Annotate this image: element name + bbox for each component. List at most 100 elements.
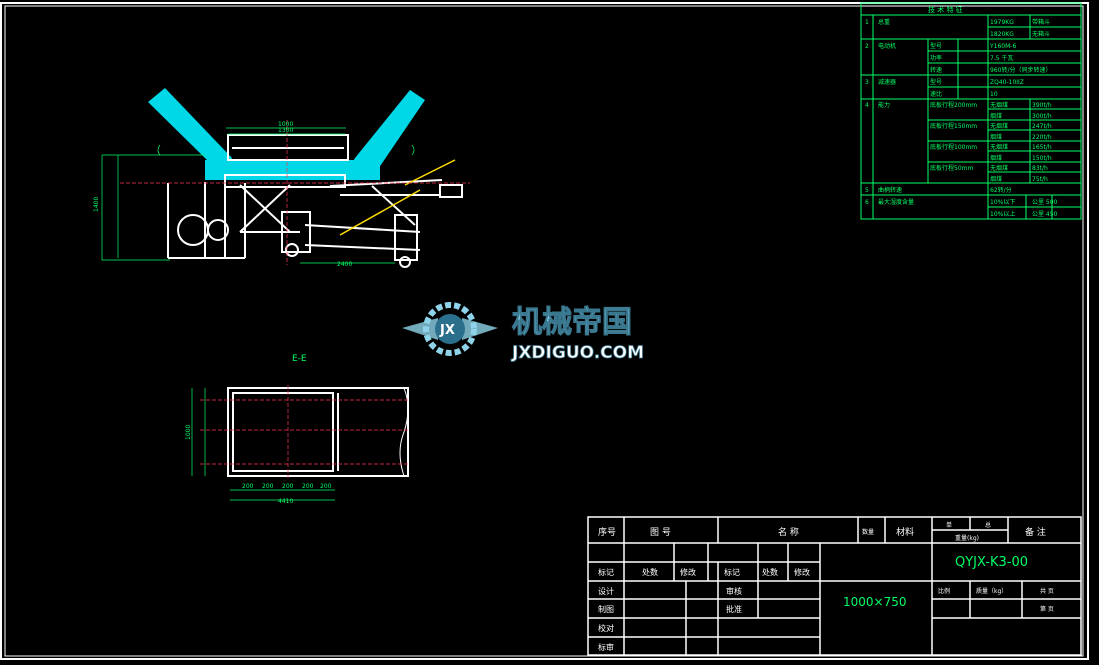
- spec-cell-extra: 无箱斗: [1032, 30, 1050, 38]
- spec-cell-value: 烟煤: [990, 133, 1002, 141]
- plan-dim-bottom-total: 4410: [278, 498, 293, 505]
- dim-top-inner: 1300: [278, 127, 293, 134]
- spec-cell-value: 1820KG: [990, 31, 1014, 38]
- spec-cell-extra: 公里 500: [1032, 199, 1058, 206]
- spec-cell-value: 10%以下: [990, 199, 1015, 206]
- dim-bottom: 2400: [337, 261, 352, 268]
- tb-change2: 修改: [794, 567, 810, 577]
- spec-table: [860, 2, 1082, 220]
- tb-single: 单: [946, 521, 952, 529]
- spec-cell-value: 无烟煤: [990, 122, 1008, 130]
- spec-title: 技 术 特 征: [928, 5, 963, 14]
- spec-cell-value: 无烟煤: [990, 164, 1008, 172]
- plan-dim-segment-5: 200: [320, 483, 332, 490]
- inner-frame: [4, 5, 1084, 657]
- spec-cell-no: 3: [865, 79, 869, 86]
- spec-cell-sub: 型号: [930, 42, 942, 50]
- spec-cell-no: 4: [865, 102, 869, 109]
- spec-cell-name: 总重: [878, 18, 890, 26]
- gear-icon: [423, 302, 477, 356]
- plan-dim-left-total: 1000: [185, 425, 192, 440]
- spec-cell-extra: 公里 450: [1032, 211, 1058, 218]
- spec-cell-value: ZQ40-10IIZ: [990, 79, 1024, 86]
- title-block: [587, 516, 1082, 656]
- hopper-bottom: [205, 160, 380, 180]
- spec-cell-value: 10: [990, 91, 998, 98]
- spec-cell-extra: 带箱斗: [1032, 18, 1050, 26]
- plan-dim-segment-1: 200: [242, 483, 254, 490]
- section-label: E-E: [292, 354, 307, 364]
- spec-cell-extra: 150t/h: [1032, 155, 1052, 162]
- tb-mass: 质量（kg）: [976, 587, 1007, 595]
- tb-sheet-no: 第 页: [1040, 605, 1054, 613]
- tb-sheet-total: 共 页: [1040, 587, 1054, 595]
- spec-cell-value: 7.5 千瓦: [990, 54, 1013, 62]
- spec-cell-sub: 功率: [930, 54, 942, 62]
- tb-draw: 制图: [598, 604, 614, 614]
- spec-cell-value: 960转/分（同步转速）: [990, 66, 1051, 74]
- drive-wheel: [177, 214, 209, 246]
- dim-top-overall: 1000: [278, 121, 293, 128]
- side-elevation-view: 1000 1300 2400 1400: [93, 88, 470, 268]
- tb-qty: 数量: [862, 528, 874, 536]
- spec-cell-sub: 底板行程50mm: [930, 164, 973, 172]
- spec-cell-value: Y160M-6: [989, 43, 1016, 50]
- spec-cell-extra: 75t/h: [1032, 176, 1048, 183]
- tb-mark: 标记: [598, 567, 614, 577]
- spec-cell-sub: 转速: [930, 66, 942, 74]
- tb-weight: 重量(kg): [955, 534, 979, 542]
- tb-design: 设计: [598, 586, 614, 596]
- tb-mark2: 标记: [724, 567, 740, 577]
- watermark-logo: JX 机械帝国 JXDIGUO.COM: [402, 302, 644, 363]
- spec-cell-sub: 底板行程100mm: [930, 143, 977, 151]
- tb-remark: 备 注: [1025, 526, 1046, 538]
- tb-material: 材料: [896, 526, 914, 538]
- spec-cell-value: 烟煤: [990, 175, 1002, 183]
- spec-cell-name: 电动机: [878, 42, 896, 50]
- spec-cell-value: 烟煤: [990, 154, 1002, 162]
- spec-cell-no: 5: [865, 187, 869, 194]
- tb-check: 校对: [598, 623, 614, 633]
- tb-drawing-code: QYJX-K3-00: [955, 555, 1028, 570]
- spec-cell-extra: 83t/h: [1032, 165, 1048, 172]
- spec-cell-name: 曲柄转速: [878, 186, 902, 194]
- tb-count: 处数: [642, 567, 658, 577]
- spec-cell-extra: 220t/h: [1032, 134, 1052, 141]
- plan-view: 200 200 200 200 200 4410 1000: [185, 385, 410, 505]
- spec-cell-name: 能力: [878, 101, 890, 109]
- spec-cell-value: 无烟煤: [990, 101, 1008, 109]
- spec-cell-sub: 速比: [930, 90, 942, 98]
- spec-cell-name: 最大湿度含量: [878, 198, 914, 206]
- spec-cell-sub: 型号: [930, 78, 942, 86]
- tb-product-name: 1000×750: [843, 595, 907, 609]
- tb-approve: 批准: [726, 604, 742, 614]
- plan-dim-segment-4: 200: [302, 483, 314, 490]
- logo-brand: 机械帝国: [512, 305, 632, 340]
- spec-cell-sub: 底板行程150mm: [930, 122, 977, 130]
- tb-drawing-no: 图 号: [650, 527, 671, 538]
- tb-total: 总: [985, 521, 991, 529]
- plan-dim-segment-3: 200: [282, 483, 294, 490]
- tb-review: 审核: [726, 586, 742, 596]
- spec-cell-value: 62转/分: [990, 186, 1012, 194]
- spec-cell-extra: 247t/h: [1032, 123, 1052, 130]
- logo-badge: JX: [439, 323, 455, 338]
- dim-height-total: 1400: [93, 197, 100, 212]
- spec-cell-extra: 165t/h: [1032, 144, 1052, 151]
- spec-cell-no: 1: [865, 19, 869, 26]
- spec-cell-value: 1979KG: [990, 19, 1014, 26]
- spec-cell-name: 减速器: [878, 78, 896, 86]
- spec-cell-value: 无烟煤: [990, 143, 1008, 151]
- tb-standard: 标审: [598, 642, 614, 652]
- spec-cell-no: 2: [865, 43, 869, 50]
- spec-cell-value: 烟煤: [990, 112, 1002, 120]
- spec-cell-extra: 390t/h: [1032, 102, 1052, 109]
- spec-cell-extra: 300t/h: [1032, 113, 1052, 120]
- tb-seq: 序号: [598, 526, 616, 538]
- spec-cell-value: 10%以上: [990, 210, 1015, 218]
- hopper-right-wing: [343, 90, 425, 178]
- tb-scale: 比例: [938, 587, 950, 595]
